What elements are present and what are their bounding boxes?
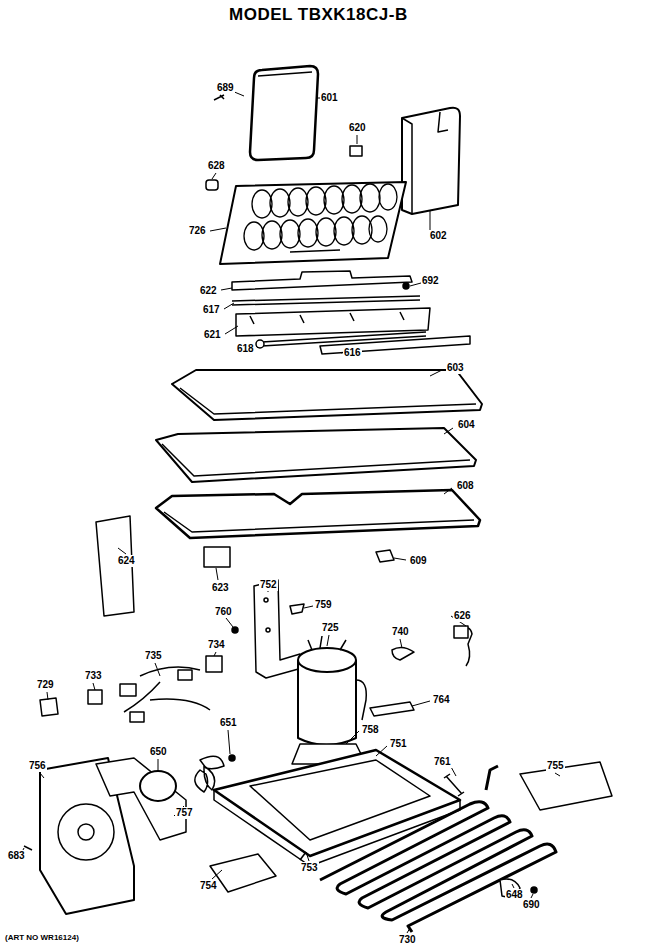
callout-number: 651 <box>219 717 238 729</box>
callout-number: 729 <box>36 679 55 691</box>
callout-number: 751 <box>389 738 408 750</box>
diagram-title: MODEL TBXK18CJ-B <box>226 5 411 24</box>
art-number: (ART NO WR16124) <box>4 933 80 943</box>
callout-number: 624 <box>117 555 136 567</box>
callout-number: 740 <box>391 626 410 638</box>
callout-number: 618 <box>236 343 255 355</box>
callout-number: 623 <box>211 582 230 594</box>
callout-number: 758 <box>361 724 380 736</box>
callout-number: 756 <box>28 760 47 772</box>
callout-number: 603 <box>446 362 465 374</box>
callout-number: 733 <box>84 670 103 682</box>
callout-number: 759 <box>314 599 333 611</box>
callout-number: 753 <box>300 862 319 874</box>
callout-number: 752 <box>259 579 278 591</box>
callout-number: 755 <box>546 760 565 772</box>
callout-number: 602 <box>429 230 448 242</box>
callout-number: 754 <box>199 880 218 892</box>
callout-number: 683 <box>7 850 26 862</box>
callout-number: 689 <box>216 82 235 94</box>
callout-number: 735 <box>144 650 163 662</box>
callout-number: 650 <box>149 746 168 758</box>
callout-number: 761 <box>433 756 452 768</box>
callout-number: 601 <box>320 92 339 104</box>
callout-number: 764 <box>432 694 451 706</box>
callout-number: 626 <box>453 610 472 622</box>
callout-number: 621 <box>203 329 222 341</box>
callout-number: 616 <box>343 347 362 359</box>
callout-number: 760 <box>214 606 233 618</box>
callout-number: 726 <box>188 225 207 237</box>
callout-number: 628 <box>207 160 226 172</box>
callout-number: 620 <box>348 122 367 134</box>
callout-number: 757 <box>175 807 194 819</box>
callout-number: 734 <box>207 639 226 651</box>
callout-number: 725 <box>321 622 340 634</box>
callout-number: 648 <box>505 889 524 901</box>
callout-number: 608 <box>456 480 475 492</box>
callout-number: 690 <box>522 899 541 911</box>
callout-number: 617 <box>202 304 221 316</box>
callout-number: 622 <box>199 285 218 297</box>
callout-number: 609 <box>409 555 428 567</box>
callout-number: 692 <box>421 275 440 287</box>
callout-number: 730 <box>398 934 417 946</box>
callout-number: 604 <box>457 419 476 431</box>
